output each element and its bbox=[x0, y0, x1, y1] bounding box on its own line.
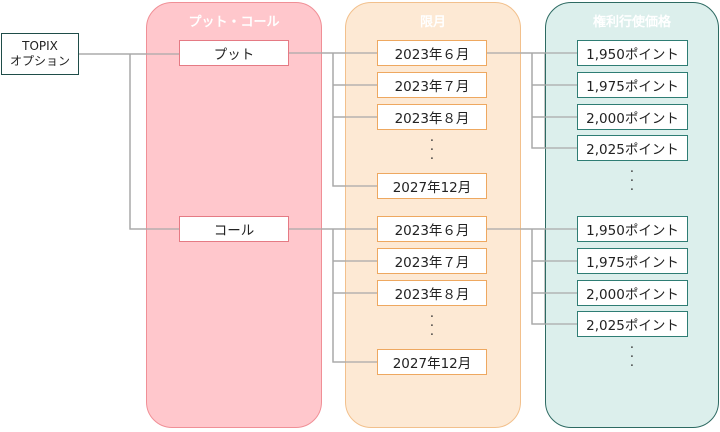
root-label-line1: TOPIX bbox=[22, 39, 58, 53]
column-title-strike: 権利行使価格 bbox=[592, 15, 671, 30]
column-put-call: プット・コール bbox=[146, 2, 322, 428]
node-put-month-2: 2023年７月 bbox=[377, 72, 487, 98]
node-call-strike-2: 1,975ポイント bbox=[577, 248, 688, 274]
put-month-ellipsis: ··· bbox=[429, 134, 435, 167]
node-put-strike-1: 1,950ポイント bbox=[577, 40, 688, 66]
column-strike: 権利行使価格 bbox=[545, 2, 719, 428]
root-node-topix-options: TOPIX オプション bbox=[1, 33, 79, 75]
root-label-line2: オプション bbox=[9, 54, 70, 68]
column-title-expiry: 限月 bbox=[419, 15, 446, 30]
node-call-strike-1: 1,950ポイント bbox=[577, 216, 688, 242]
node-put-strike-2: 1,975ポイント bbox=[577, 72, 688, 98]
node-call-strike-3: 2,000ポイント bbox=[577, 280, 688, 306]
node-call-month-3: 2023年８月 bbox=[377, 280, 487, 306]
node-put-month-4: 2027年12月 bbox=[377, 173, 487, 199]
node-put: プット bbox=[179, 40, 289, 66]
put-strike-ellipsis: ··· bbox=[629, 165, 635, 198]
node-put-strike-3: 2,000ポイント bbox=[577, 104, 688, 130]
node-call-strike-4: 2,025ポイント bbox=[577, 311, 688, 337]
node-put-strike-4: 2,025ポイント bbox=[577, 135, 688, 161]
node-call-month-2: 2023年７月 bbox=[377, 248, 487, 274]
node-call-month-4: 2027年12月 bbox=[377, 349, 487, 375]
node-put-month-1: 2023年６月 bbox=[377, 40, 487, 66]
node-call-month-1: 2023年６月 bbox=[377, 216, 487, 242]
node-put-month-3: 2023年８月 bbox=[377, 104, 487, 130]
node-call: コール bbox=[179, 216, 289, 242]
call-month-ellipsis: ··· bbox=[429, 310, 435, 343]
column-title-put-call: プット・コール bbox=[188, 15, 280, 30]
call-strike-ellipsis: ··· bbox=[629, 341, 635, 374]
